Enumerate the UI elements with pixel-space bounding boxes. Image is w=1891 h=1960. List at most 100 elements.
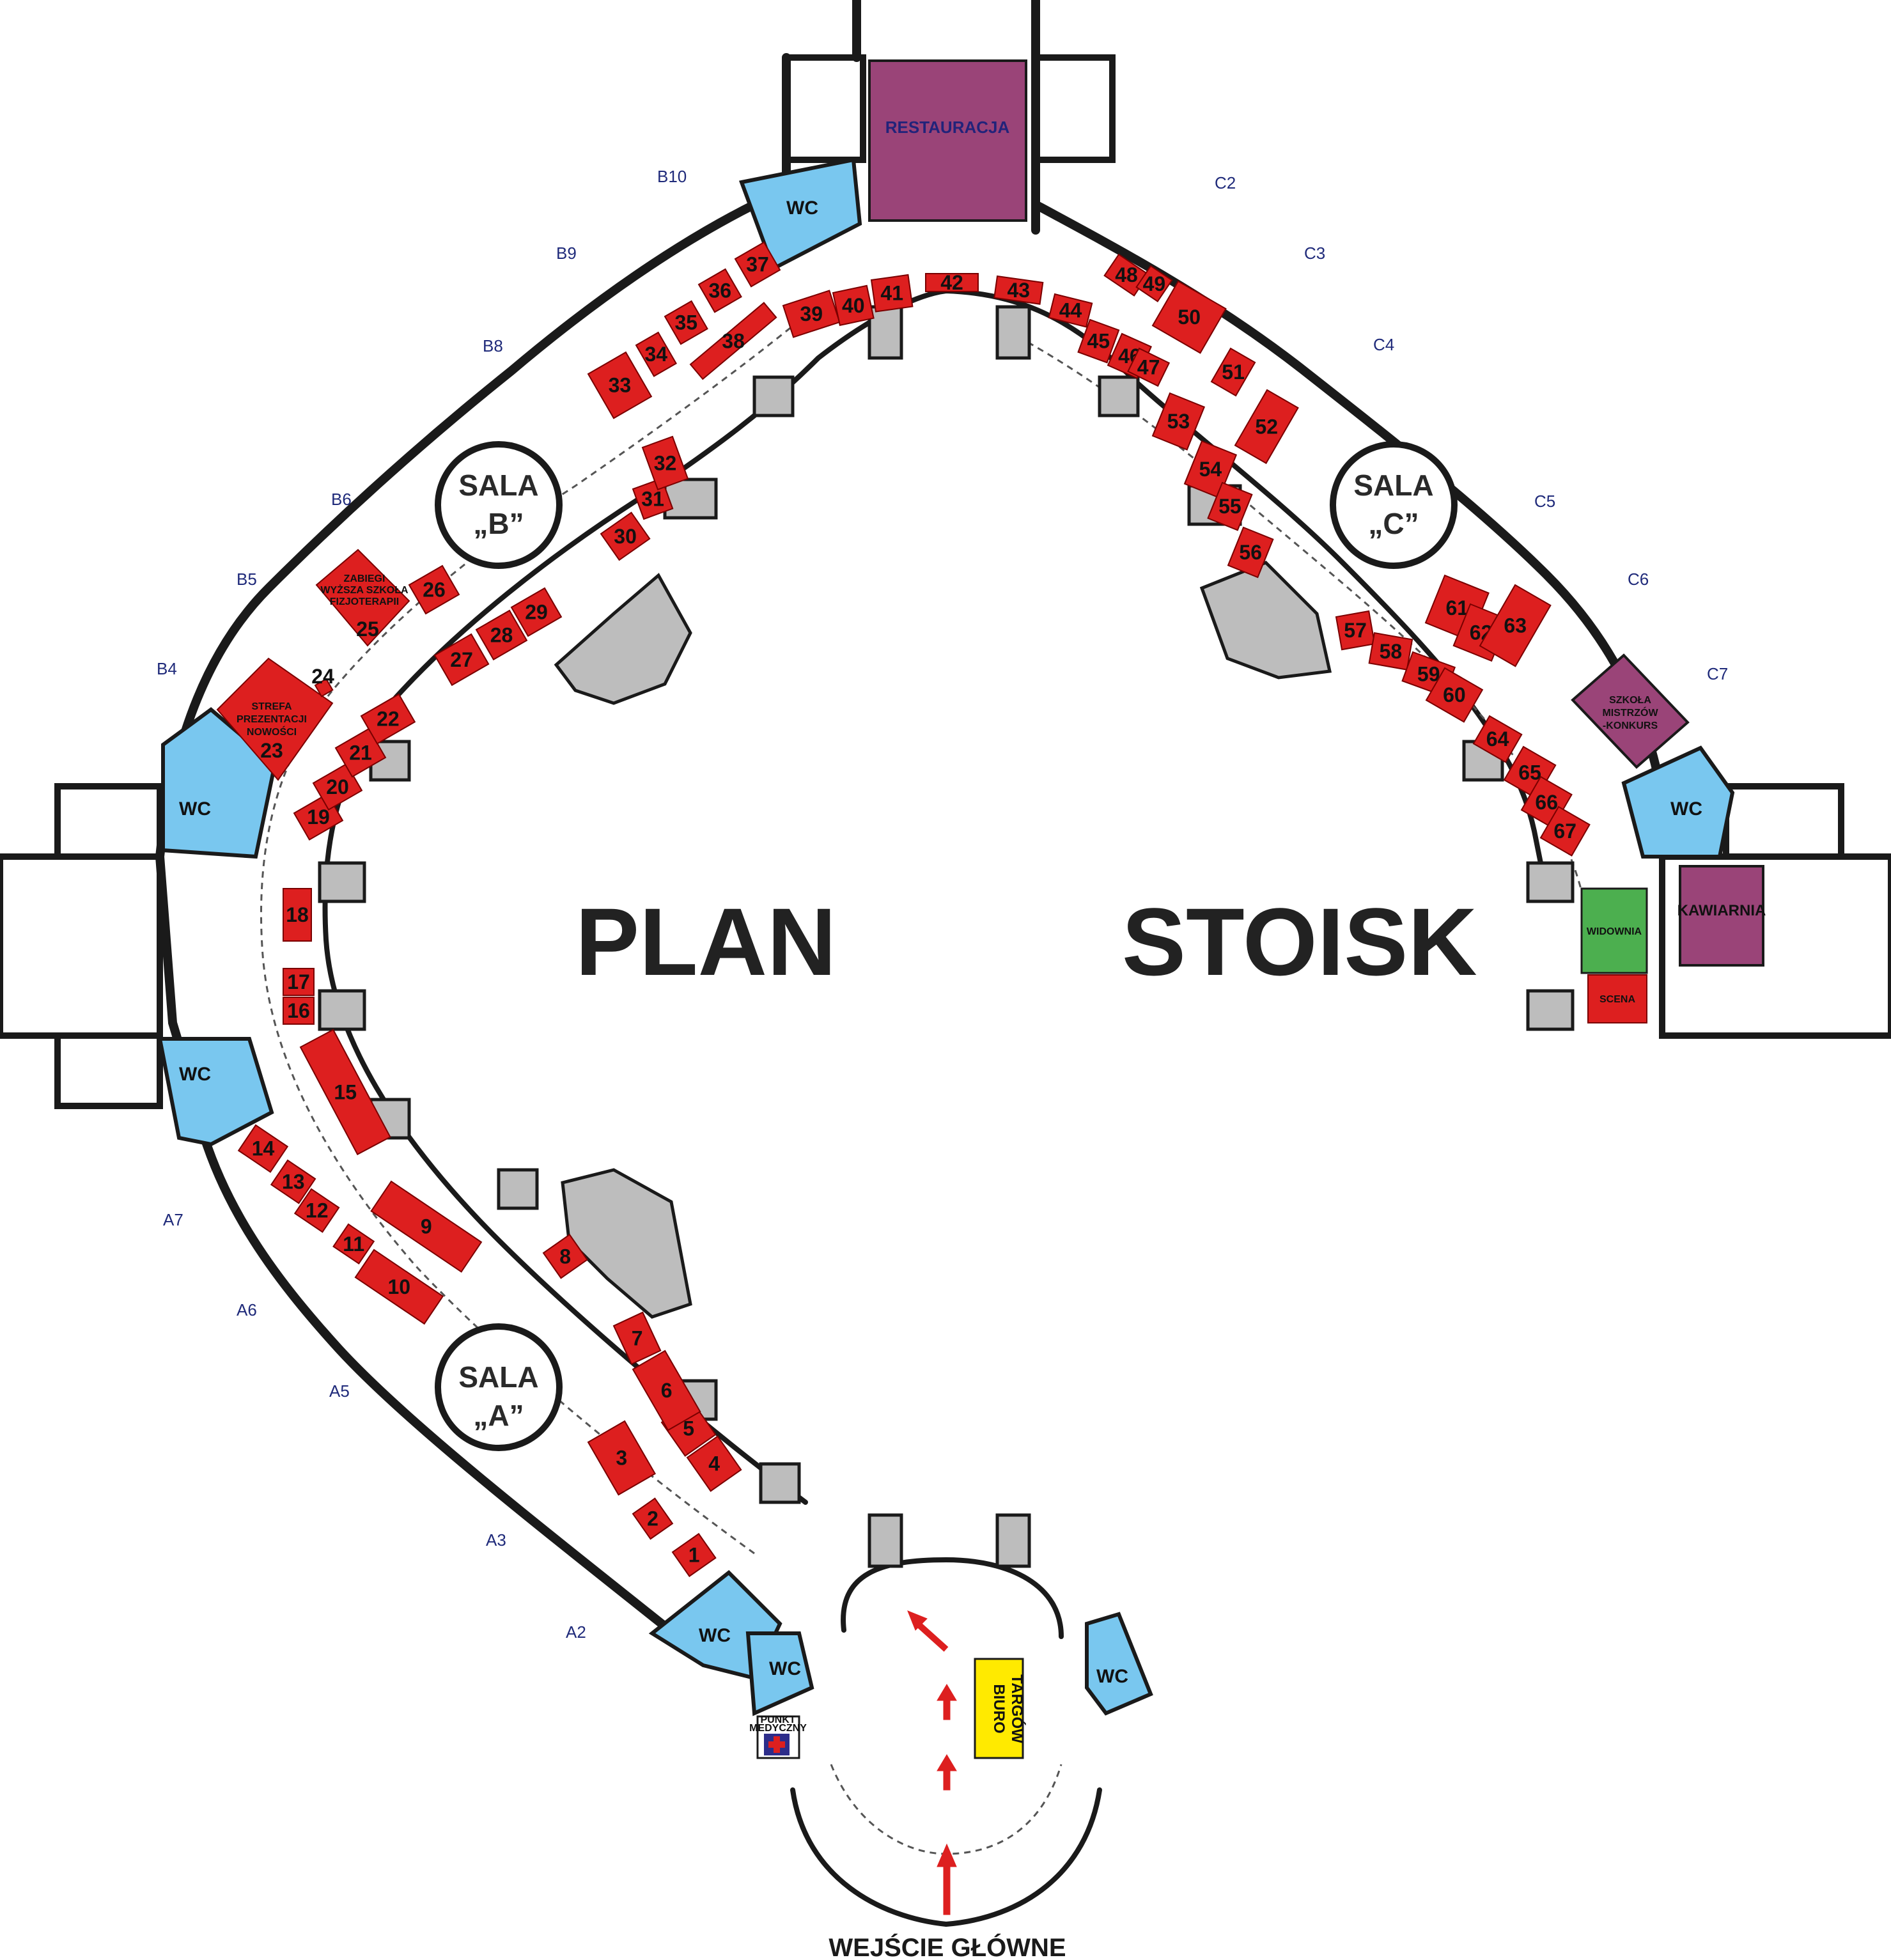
exit-label-a6: A6 [237, 1300, 257, 1319]
booth-55 [1207, 481, 1253, 531]
booth-label-9: 9 [421, 1215, 432, 1238]
school-masters-line3: -KONKURS [1603, 720, 1658, 731]
booth-label-7: 7 [632, 1326, 643, 1349]
booth-label-24: 24 [311, 665, 334, 688]
booth-shape-53 [1151, 392, 1206, 451]
booth-3 [587, 1420, 657, 1496]
stage-area: SCENA [1587, 974, 1647, 1023]
booth-30 [600, 511, 651, 561]
audience-label: WIDOWNIA [1587, 926, 1642, 937]
booth-shape-43 [993, 275, 1044, 305]
cafe: KAWIARNIA [1677, 865, 1766, 967]
booth-24 [314, 678, 334, 697]
medical-line2: MEDYCZNY [749, 1723, 807, 1734]
booth-label-42: 42 [940, 271, 963, 294]
booth-shape-34 [635, 331, 678, 377]
booth-label-29: 29 [525, 601, 548, 624]
booth-shape-2 [632, 1497, 674, 1540]
booth-label-28: 28 [490, 623, 513, 646]
booth-label-58: 58 [1380, 640, 1403, 663]
presentation-line1: STREFA [251, 701, 292, 712]
booth-47 [1127, 347, 1171, 387]
booth-4 [686, 1435, 742, 1492]
booth-26 [408, 564, 460, 615]
booth-shape-20 [312, 763, 363, 811]
hall-b-title: SALA [458, 469, 538, 502]
booth-57 [1335, 610, 1376, 651]
booth-shape-1 [671, 1532, 717, 1578]
booth-29 [510, 587, 563, 637]
booth-label-4: 4 [708, 1452, 720, 1475]
booth-28 [475, 609, 528, 661]
title-word-plan: PLAN [575, 888, 836, 995]
booth-shape-35 [664, 300, 708, 345]
booth-shape-50 [1151, 280, 1227, 354]
booth-shape-51 [1210, 347, 1256, 397]
booth-label-3: 3 [616, 1447, 627, 1470]
stage-label: SCENA [1599, 994, 1635, 1005]
booth-label-39: 39 [800, 302, 823, 325]
booth-shape-49 [1135, 265, 1173, 302]
booth-22 [360, 693, 416, 745]
exit-label-a5: A5 [329, 1381, 350, 1401]
booth-38 [689, 302, 777, 380]
booth-label-36: 36 [709, 279, 732, 302]
booth-shape-24 [314, 678, 334, 697]
booth-shape-38 [689, 302, 777, 380]
booth-12 [293, 1188, 340, 1233]
booth-8 [542, 1233, 588, 1279]
wc-top: WC [738, 157, 862, 272]
booth-shape-28 [475, 609, 528, 661]
exit-label-c4: C4 [1373, 335, 1394, 354]
exit-label-b5: B5 [237, 570, 257, 589]
wc-right-label: WC [1670, 798, 1702, 820]
booth-label-8: 8 [559, 1245, 571, 1268]
booth-shape-40 [832, 284, 875, 327]
booth-label-21: 21 [349, 742, 372, 765]
audience-area: WIDOWNIA [1580, 887, 1648, 974]
booth-label-31: 31 [641, 487, 664, 510]
booth-label-32: 32 [654, 451, 677, 474]
exit-label-c3: C3 [1304, 244, 1325, 263]
booth-label-61: 61 [1446, 596, 1469, 619]
booth-label-44: 44 [1059, 299, 1082, 322]
main-entrance-label: WEJŚCIE GŁÓWNE [829, 1933, 1066, 1960]
booth-label-5: 5 [683, 1417, 694, 1440]
booth-label-60: 60 [1443, 683, 1466, 706]
booth-2 [632, 1497, 674, 1540]
booth-label-38: 38 [722, 329, 745, 352]
booth-52 [1234, 389, 1299, 464]
booth-shape-26 [408, 564, 460, 615]
booth-label-14: 14 [252, 1137, 275, 1160]
booth-37 [734, 241, 781, 288]
wc-rooms: WC WC WC WC WC WC WC [157, 157, 1735, 1716]
entrance-arrows [907, 1610, 957, 1915]
booth-50 [1151, 280, 1227, 354]
booth-label-48: 48 [1115, 263, 1138, 286]
booth-shape-45 [1077, 318, 1120, 364]
booth-17 [283, 968, 315, 996]
restaurant-label: RESTAURACJA [885, 118, 1010, 137]
booth-shape-27 [433, 633, 490, 687]
booth-label-35: 35 [675, 311, 698, 334]
booth-label-19: 19 [307, 805, 330, 828]
booth-49 [1135, 265, 1173, 302]
booth-42 [925, 273, 979, 292]
presentation-line2: PREZENTACJI [237, 714, 307, 725]
exit-label-a7: A7 [163, 1210, 183, 1229]
booth-51 [1210, 347, 1256, 397]
wc-left-upper: WC [161, 707, 277, 859]
exit-label-c5: C5 [1534, 492, 1555, 511]
booth-36 [697, 268, 742, 313]
hall-c-title: SALA [1353, 469, 1433, 502]
booth-shape-44 [1048, 293, 1093, 328]
booth-shape-6 [632, 1349, 701, 1431]
booth-label-64: 64 [1486, 727, 1509, 751]
treatments-line1: ZABIEGI [344, 573, 385, 584]
presentation-line3: NOWOŚCI [247, 726, 297, 738]
booth-label-23: 23 [260, 739, 283, 762]
booth-shape-52 [1234, 389, 1299, 464]
booth-23-presentation-zone: STREFA PREZENTACJI NOWOŚCI 23 [216, 657, 334, 781]
booth-label-27: 27 [450, 648, 473, 671]
